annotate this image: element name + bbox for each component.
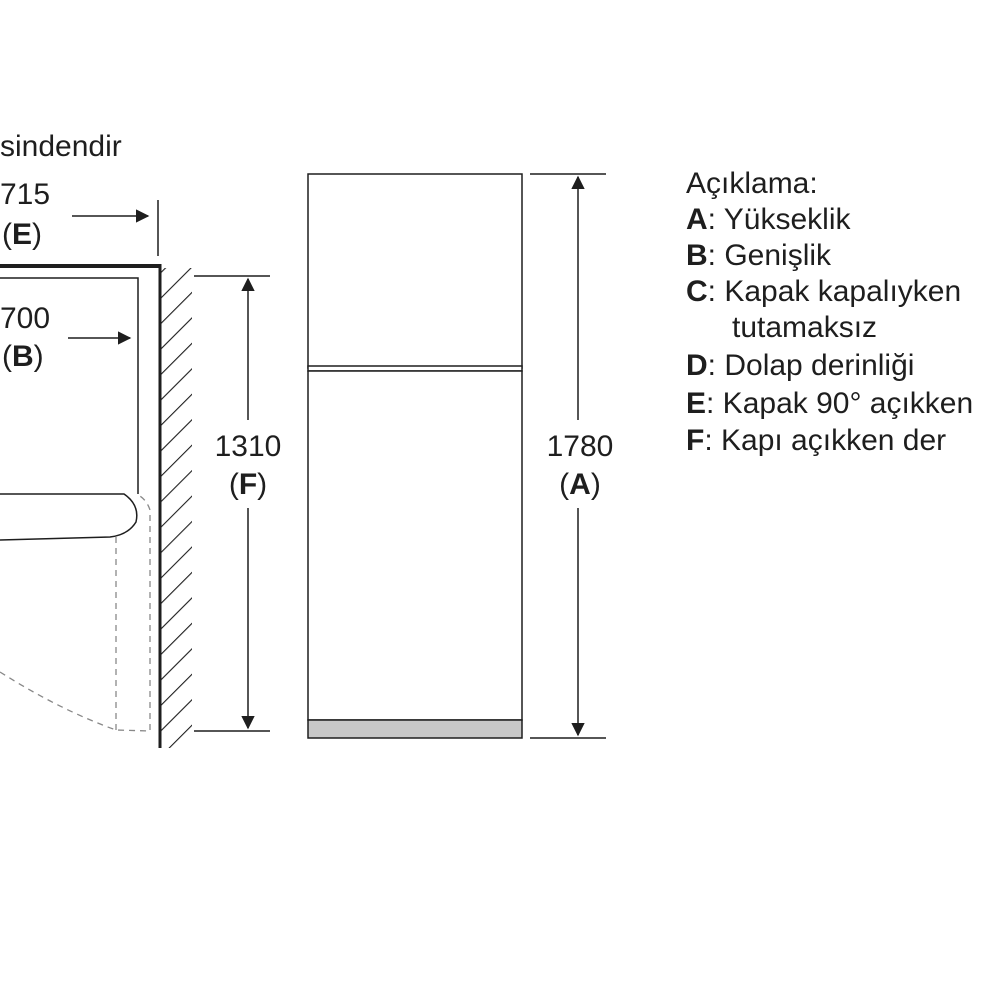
dimension-F-value: 1310 bbox=[215, 430, 282, 463]
dimension-E-label: (E) bbox=[2, 218, 42, 251]
appliance-body-outline bbox=[0, 277, 139, 494]
fridge-main-door bbox=[307, 370, 523, 721]
dimension-A-value: 1780 bbox=[547, 430, 614, 463]
wall-hatching bbox=[160, 268, 192, 748]
legend-item-D: D: Dolap derinliği bbox=[686, 349, 914, 382]
dimension-E: 715 (E) bbox=[0, 178, 159, 256]
front-view-drawing bbox=[307, 173, 523, 739]
dimension-F-label: (F) bbox=[229, 468, 267, 501]
legend-item-C-cont: tutamaksız bbox=[732, 311, 877, 344]
dimension-B-label: (B) bbox=[2, 340, 44, 373]
legend-item-C: C: Kapak kapalıyken bbox=[686, 275, 961, 308]
top-view-drawing bbox=[0, 264, 192, 748]
legend-item-B: B: Genişlik bbox=[686, 239, 832, 272]
dimension-E-value: 715 bbox=[0, 178, 50, 211]
legend-title: Açıklama: bbox=[686, 167, 818, 200]
dimension-A: 1780 (A) bbox=[530, 173, 614, 739]
dimension-B-value: 700 bbox=[0, 302, 50, 335]
legend-item-E: E: Kapak 90° açıkken bbox=[686, 387, 973, 420]
header-fragment-text: sindendir bbox=[0, 130, 122, 163]
legend: Açıklama: A: Yükseklik B: Genişlik C: Ka… bbox=[686, 167, 973, 457]
door-closed-outline bbox=[0, 493, 138, 541]
dimension-B: 700 (B) bbox=[0, 302, 132, 373]
legend-item-F: F: Kapı açıkken der bbox=[686, 424, 946, 457]
legend-item-A: A: Yükseklik bbox=[686, 203, 852, 236]
fridge-freezer-door bbox=[307, 173, 523, 369]
door-swing-dashed bbox=[0, 493, 151, 732]
fridge-base-plinth bbox=[307, 719, 523, 739]
dimension-F: 1310 (F) bbox=[194, 275, 282, 732]
dimension-A-label: (A) bbox=[559, 468, 601, 501]
